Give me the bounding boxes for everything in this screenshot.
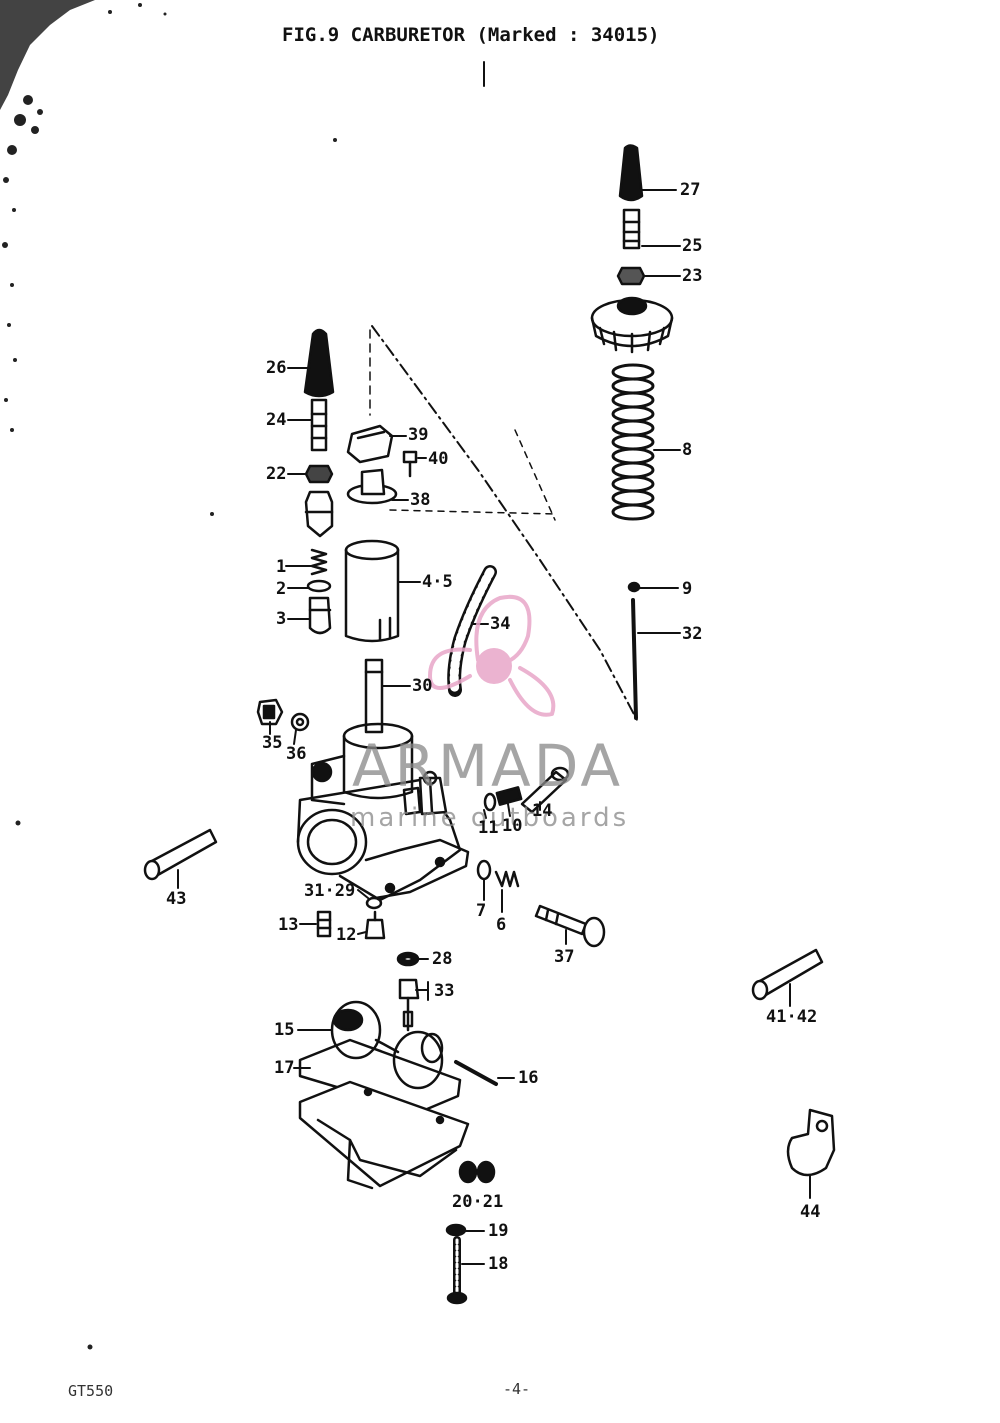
callout-27: 27	[680, 180, 701, 200]
plate-38	[346, 468, 398, 505]
throttle-stop-screw-37	[534, 904, 606, 948]
washer-19	[445, 1223, 467, 1237]
callout-4-5: 4·5	[422, 572, 453, 592]
callout-37: 37	[554, 947, 575, 967]
gasket-28	[396, 951, 420, 967]
callout-22: 22	[266, 464, 287, 484]
adjuster-25	[622, 208, 641, 250]
nut-22	[304, 464, 334, 484]
float-15	[330, 1000, 444, 1090]
callout-17: 17	[274, 1058, 295, 1078]
screw-40	[402, 450, 418, 478]
callout-24: 24	[266, 410, 287, 430]
callout-25: 25	[682, 236, 703, 256]
callout-9: 9	[682, 579, 693, 599]
callout-6: 6	[496, 915, 507, 935]
gasket-36	[290, 712, 310, 732]
screw-14	[520, 766, 570, 814]
callout-30: 30	[412, 676, 433, 696]
callout-32: 32	[682, 624, 703, 644]
float-valve-33	[398, 978, 420, 1032]
spring-6	[494, 870, 520, 888]
callout-28: 28	[432, 949, 453, 969]
watermark-propeller-logo	[428, 594, 556, 717]
adjuster-24	[310, 398, 328, 452]
callout-7: 7	[476, 901, 487, 921]
callout-41-42: 41·42	[766, 1007, 818, 1027]
callout-35: 35	[262, 733, 283, 753]
callout-3: 3	[276, 609, 287, 629]
callout-13: 13	[278, 915, 299, 935]
callout-16: 16	[518, 1068, 539, 1088]
scan-noise	[0, 0, 337, 1350]
rubber-cap-27	[618, 144, 644, 202]
callout-26: 26	[266, 358, 287, 378]
callout-10: 10	[502, 816, 523, 836]
starter-plunger-3	[308, 596, 332, 635]
washer-2	[306, 579, 332, 593]
rubber-cap-26	[303, 328, 335, 398]
nut-23	[616, 266, 646, 286]
callout-23: 23	[682, 266, 703, 286]
overflow-tube-41-42	[751, 948, 824, 1001]
pilot-jet-13	[316, 910, 332, 938]
throttle-spring-8	[611, 363, 655, 521]
callout-12: 12	[336, 925, 357, 945]
air-vent-tube-43	[143, 828, 218, 881]
mixing-chamber-cap	[590, 296, 674, 354]
callout-44: 44	[800, 1202, 821, 1222]
washer-7	[476, 859, 492, 881]
float-pin-16	[454, 1060, 498, 1086]
needle-jet-30	[364, 658, 384, 734]
float-chamber-gasket-17	[298, 1038, 462, 1114]
bolt-35	[256, 698, 284, 726]
callout-20-21: 20·21	[452, 1192, 504, 1212]
clip-9	[627, 581, 641, 593]
callout-11: 11	[478, 818, 499, 838]
callout-36: 36	[286, 744, 307, 764]
fuel-hose-34	[447, 565, 497, 697]
clamp-44	[786, 1108, 836, 1177]
callout-8: 8	[682, 440, 693, 460]
o-ring-11	[483, 792, 497, 812]
washer-10	[495, 786, 523, 806]
callout-31-29: 31·29	[304, 881, 356, 901]
callout-1: 1	[276, 557, 287, 577]
needle-retainer-39	[346, 424, 394, 464]
callout-38: 38	[410, 490, 431, 510]
main-jet-12	[364, 910, 386, 940]
throttle-valve-4-5	[344, 539, 400, 643]
drain-plug-20-21	[458, 1160, 496, 1184]
callout-15: 15	[274, 1020, 295, 1040]
spring-1	[310, 548, 328, 576]
watermark-brand-subtitle: marine outboards	[350, 803, 630, 833]
callout-2: 2	[276, 579, 287, 599]
jet-needle-32	[631, 598, 638, 720]
carburetor-body	[296, 722, 470, 902]
float-chamber-body	[298, 1080, 470, 1190]
footer-model: GT550	[68, 1382, 114, 1400]
watermark-brand-name: ARMADA	[352, 732, 624, 800]
callout-14: 14	[532, 801, 553, 821]
callout-39: 39	[408, 425, 429, 445]
footer-page-number: -4-	[503, 1380, 531, 1398]
starter-cap	[304, 490, 334, 538]
callout-43: 43	[166, 889, 187, 909]
jet-holder-29	[365, 896, 383, 910]
callout-33: 33	[434, 981, 455, 1001]
screw-18	[446, 1236, 468, 1305]
callout-19: 19	[488, 1221, 509, 1241]
callout-18: 18	[488, 1254, 509, 1274]
callout-40: 40	[428, 449, 449, 469]
callout-34: 34	[490, 614, 511, 634]
figure-title: FIG.9 CARBURETOR (Marked : 34015)	[282, 24, 660, 46]
